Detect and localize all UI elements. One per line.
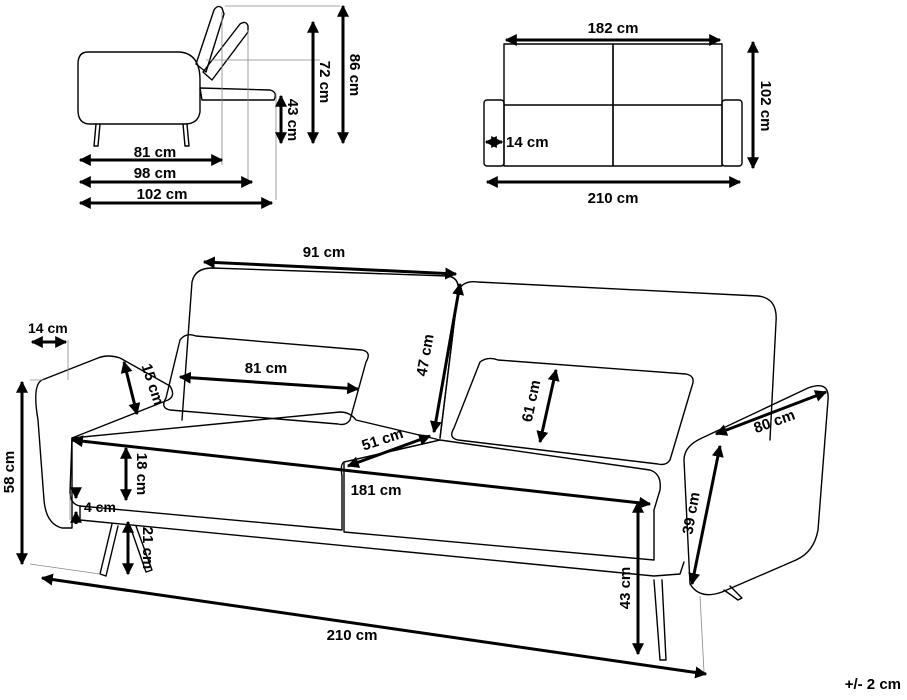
label-side-102: 102 cm bbox=[137, 186, 188, 203]
side-back-flat bbox=[199, 87, 277, 101]
side-leg-back bbox=[182, 123, 190, 147]
label-side-81: 81 cm bbox=[134, 144, 177, 161]
side-back-upright bbox=[195, 5, 225, 73]
front-leg-3 bbox=[653, 579, 667, 661]
label-front-61: 61 cm bbox=[519, 378, 544, 423]
front-leg-2 bbox=[129, 525, 153, 573]
side-body bbox=[77, 51, 201, 125]
front-view: 91 cm 14 cm 81 cm 15 cm 47 cm 61 cm 51 c… bbox=[1, 244, 829, 679]
label-front-39: 39 cm bbox=[680, 491, 704, 536]
top-view: 182 cm 102 cm 14 cm 210 cm bbox=[483, 20, 774, 207]
dim-front-81 bbox=[178, 371, 360, 395]
top-seat-right bbox=[612, 43, 723, 167]
label-side-98: 98 cm bbox=[134, 165, 177, 182]
dim-front-39 bbox=[688, 444, 724, 586]
front-right-arm bbox=[683, 385, 829, 596]
label-front-43: 43 cm bbox=[617, 567, 634, 610]
label-top-102: 102 cm bbox=[757, 81, 774, 132]
side-back-mid bbox=[202, 21, 249, 81]
label-front-15: 15 cm bbox=[138, 362, 167, 408]
side-view: 81 cm 98 cm 102 cm 43 cm 72 cm 86 cm bbox=[77, 4, 363, 209]
label-front-4: 4 cm bbox=[84, 499, 116, 515]
label-front-210: 210 cm bbox=[327, 627, 378, 644]
front-leg-4 bbox=[723, 585, 743, 601]
front-backrest-right bbox=[439, 281, 777, 441]
tolerance-note: +/- 2 cm bbox=[845, 676, 901, 693]
label-front-14: 14 cm bbox=[28, 320, 68, 336]
top-left-arm bbox=[483, 99, 505, 167]
label-side-86: 86 cm bbox=[346, 54, 363, 97]
label-front-91: 91 cm bbox=[303, 244, 346, 261]
label-top-210: 210 cm bbox=[588, 190, 639, 207]
dim-front-181 bbox=[70, 435, 652, 509]
dim-front-80 bbox=[714, 390, 828, 436]
top-right-arm bbox=[721, 99, 743, 167]
front-base bbox=[79, 505, 685, 577]
dim-front-47 bbox=[429, 282, 465, 434]
dim-front-210 bbox=[40, 573, 708, 679]
side-leg-front bbox=[93, 123, 101, 147]
side-guide-lines bbox=[206, 5, 340, 200]
label-front-47: 47 cm bbox=[414, 333, 438, 378]
dim-front-61 bbox=[536, 368, 560, 444]
front-leg-1 bbox=[99, 523, 119, 577]
label-side-72: 72 cm bbox=[316, 61, 333, 104]
label-front-58: 58 cm bbox=[1, 451, 18, 494]
label-front-81: 81 cm bbox=[245, 360, 288, 377]
label-front-181: 181 cm bbox=[351, 482, 402, 499]
label-side-43: 43 cm bbox=[284, 99, 301, 142]
dim-front-91 bbox=[202, 256, 458, 280]
label-top-14: 14 cm bbox=[506, 134, 549, 151]
front-guide-lines bbox=[29, 340, 705, 673]
label-front-21: 21 cm bbox=[139, 527, 156, 570]
label-top-182: 182 cm bbox=[588, 20, 639, 37]
front-pillow-right bbox=[451, 357, 694, 466]
label-front-18: 18 cm bbox=[133, 453, 150, 496]
dim-front-15 bbox=[120, 360, 141, 416]
front-pillow-left bbox=[163, 333, 369, 426]
